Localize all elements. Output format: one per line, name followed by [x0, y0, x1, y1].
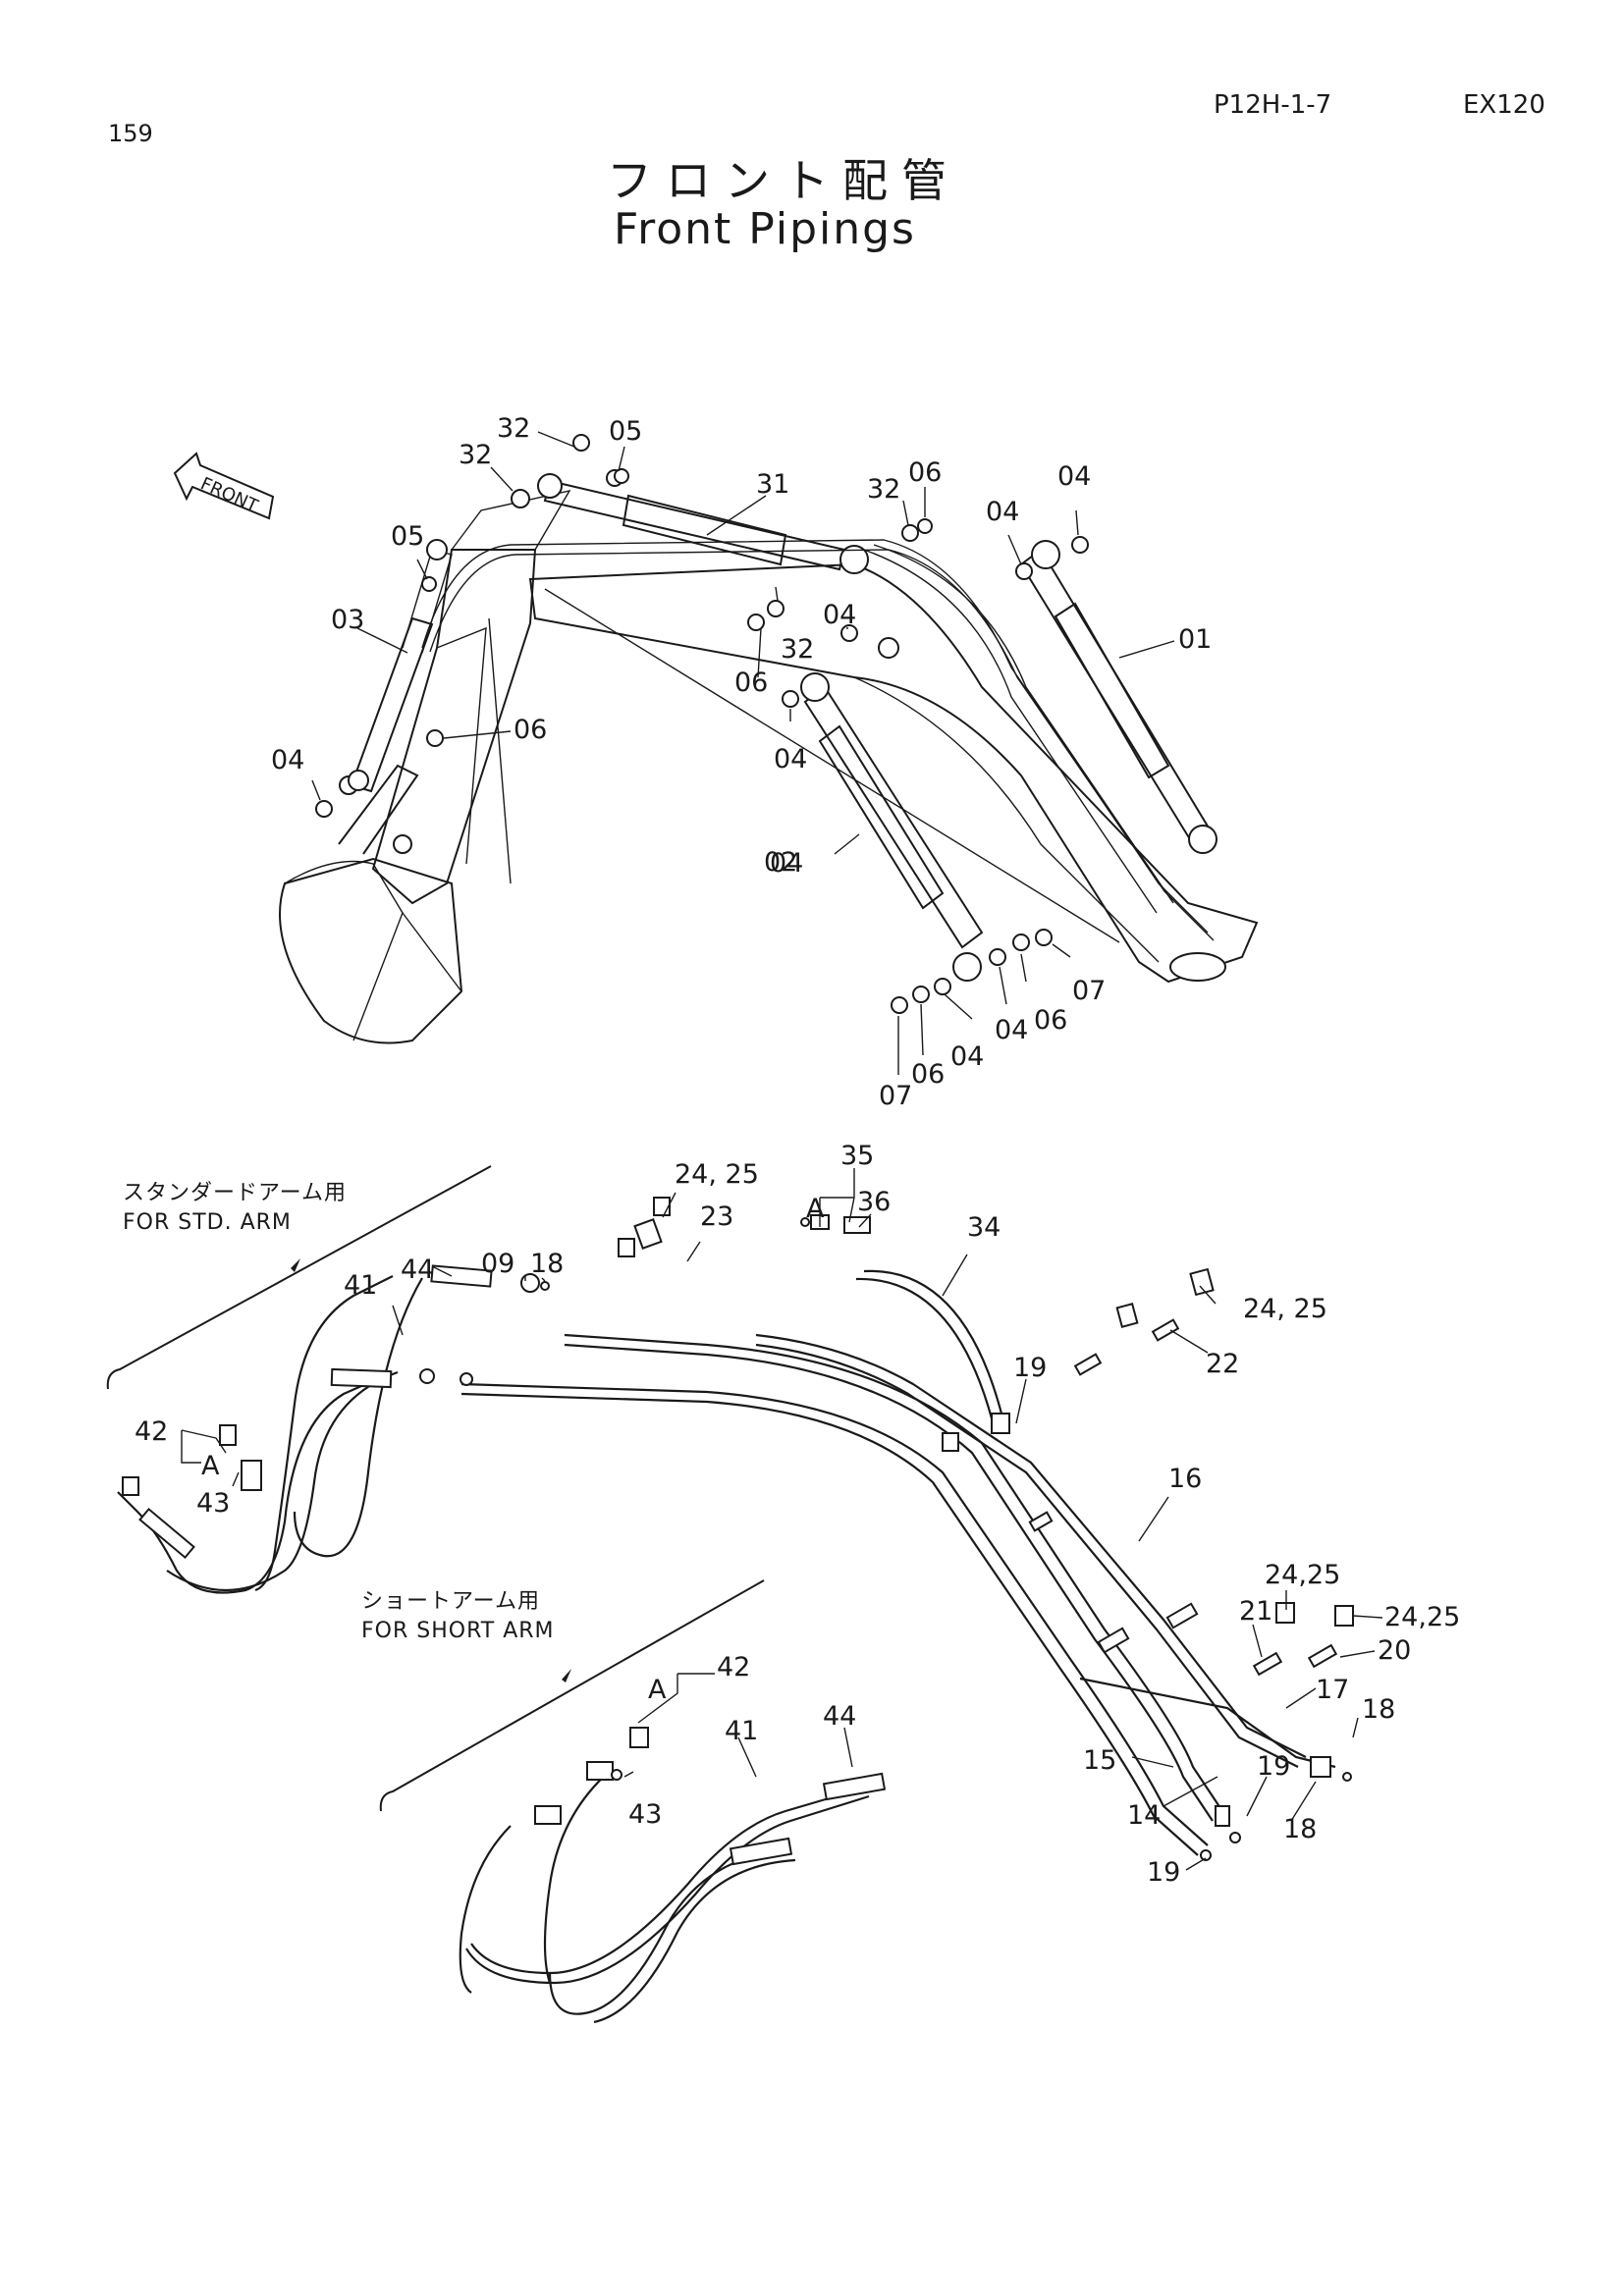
callout: 32: [867, 474, 900, 505]
upper-leader-lines: [311, 431, 1175, 1075]
lower-leader-lines: [181, 1168, 1383, 1871]
boom-hydraulic-lines: [421, 539, 1215, 941]
callout: 42: [717, 1652, 750, 1682]
callout: 22: [1206, 1349, 1239, 1379]
callout: 44: [823, 1701, 856, 1732]
callout: 43: [196, 1488, 230, 1519]
callout: 04: [995, 1015, 1028, 1045]
model-code: EX120: [1463, 90, 1545, 120]
std-arm-piping: [117, 1197, 1354, 1861]
callout: 32: [459, 440, 492, 470]
front-arrow-icon: FRONT: [173, 452, 275, 520]
title-japanese: フロント配管: [607, 154, 960, 207]
boom-foot-pin: [1169, 952, 1226, 982]
callout: 15: [1083, 1745, 1116, 1776]
callout: 21: [1239, 1596, 1272, 1627]
callout: 18: [1283, 1814, 1317, 1844]
callout: 06: [514, 715, 547, 745]
callout: 03: [331, 605, 364, 635]
callout: 36: [857, 1187, 891, 1217]
callout: 04: [986, 497, 1019, 527]
std-arm-caption: スタンダードアーム用 FOR STD. ARM: [106, 1165, 492, 1390]
callout: 34: [967, 1212, 1001, 1243]
lower-callouts: 35 24, 25 36 A 23 34 09 18 44 41 24, 25 …: [135, 1141, 1460, 1888]
upper-hardware: [315, 434, 1089, 1014]
callout: 09: [481, 1249, 514, 1279]
callout: 04: [950, 1041, 984, 1072]
callout: 04: [770, 848, 803, 879]
callout: 05: [391, 521, 424, 552]
callout: 16: [1168, 1464, 1202, 1494]
boom-arm-assembly: [279, 489, 1259, 1044]
cylinder-03: [348, 539, 453, 793]
callout: 02: [764, 847, 797, 878]
callout: 24,25: [1384, 1602, 1460, 1632]
callout: 04: [823, 600, 856, 630]
callout: 19: [1147, 1857, 1180, 1888]
short-arm-caption: ショートアーム用 FOR SHORT ARM: [361, 1579, 765, 1812]
cylinder-02: [800, 672, 984, 982]
callout: 24, 25: [1243, 1294, 1327, 1324]
callout: 19: [1013, 1353, 1047, 1383]
upper-callouts: 32 05 32 31 32 06 04 04 05 03 01 04 32 0…: [271, 413, 1212, 1111]
callout: 06: [734, 667, 768, 698]
std-arm-caption-en: FOR STD. ARM: [123, 1210, 292, 1235]
callout: 24, 25: [675, 1159, 759, 1190]
callout: 18: [1362, 1694, 1395, 1725]
callout: 04: [774, 744, 807, 774]
callout: 44: [401, 1255, 434, 1285]
page-code: P12H-1-7: [1214, 90, 1332, 120]
front-arrow-label: FRONT: [197, 473, 262, 517]
callout: 01: [1178, 624, 1212, 655]
callout: 05: [609, 416, 642, 447]
callout: 41: [725, 1716, 758, 1746]
callout: 18: [530, 1249, 564, 1279]
callout: 17: [1316, 1675, 1349, 1705]
cylinder-31: [537, 473, 869, 574]
callout: 43: [628, 1799, 662, 1830]
callout: 42: [135, 1416, 168, 1447]
callout: 19: [1257, 1751, 1290, 1782]
callout: 06: [911, 1059, 945, 1090]
callout: 23: [700, 1201, 733, 1232]
callout: 06: [1034, 1005, 1067, 1036]
callout: 04: [271, 745, 304, 775]
page-number: 159: [108, 120, 153, 147]
callout: 07: [1072, 976, 1106, 1006]
callout: 06: [908, 457, 942, 488]
callout: 20: [1378, 1635, 1411, 1666]
callout: 04: [1057, 461, 1091, 492]
callout: 14: [1127, 1800, 1161, 1831]
short-arm-piping: [459, 1727, 887, 2024]
callout: 32: [497, 413, 530, 444]
callout: A: [648, 1675, 667, 1705]
callout: 07: [879, 1081, 912, 1111]
cylinder-01: [1019, 540, 1217, 854]
short-arm-caption-en: FOR SHORT ARM: [361, 1619, 555, 1643]
callout: A: [806, 1194, 825, 1224]
callout: A: [201, 1451, 220, 1481]
callout: 24,25: [1265, 1560, 1340, 1590]
callout: 31: [756, 469, 789, 500]
callout: 32: [781, 634, 814, 665]
callout: 35: [840, 1141, 874, 1171]
std-arm-caption-jp: スタンダードアーム用: [123, 1181, 347, 1205]
title-english: Front Pipings: [614, 204, 916, 254]
short-arm-caption-jp: ショートアーム用: [361, 1589, 540, 1614]
callout: 41: [344, 1270, 377, 1301]
